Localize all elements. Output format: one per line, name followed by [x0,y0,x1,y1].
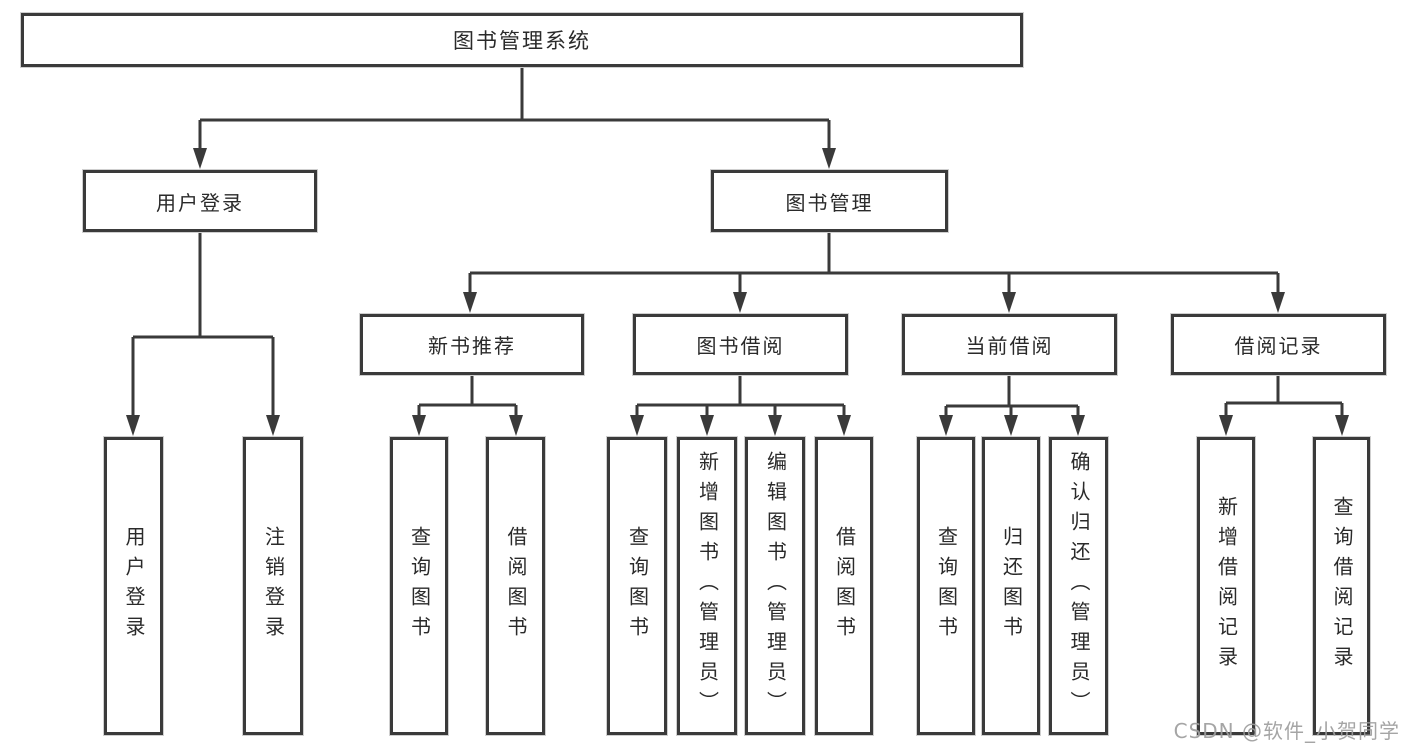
arrow-down-icon [1071,415,1085,436]
leaf-edit-books-admin: 编辑图书（管理员） [745,437,805,735]
connector-borrowing-records-to-leaves [1219,375,1349,436]
arrow-down-icon [1335,415,1349,436]
leaf-query-books-current: 查询图书 [917,437,975,735]
arrow-down-icon [509,415,523,436]
leaf-label: 查询图书 [625,526,650,646]
leaf-label: 借阅图书 [504,526,528,646]
leaf-query-books-recommendation: 查询图书 [390,437,448,735]
arrow-down-icon [837,415,851,436]
leaf-label: 借阅图书 [832,526,857,646]
leaf-add-books-admin: 新增图书（管理员） [677,437,737,735]
arrow-down-icon [193,148,207,169]
connector-book-management-to-level3 [463,232,1285,313]
node-new-book-recommendation: 新书推荐 [360,314,584,375]
leaf-user-login: 用户登录 [104,437,163,735]
arrow-down-icon [1002,292,1016,313]
leaf-query-borrow-record: 查询借阅记录 [1313,437,1370,735]
arrow-down-icon [412,415,426,436]
connector-book-borrowing-to-leaves [630,375,851,436]
arrow-down-icon [266,415,280,436]
node-current-borrowing: 当前借阅 [902,314,1117,375]
arrow-down-icon [463,292,477,313]
node-book-borrowing: 图书借阅 [633,314,848,375]
node-user-login: 用户登录 [83,170,317,232]
leaf-label: 确认归还（管理员） [1067,451,1091,721]
leaf-label: 注销登录 [261,526,286,646]
arrow-down-icon [126,415,140,436]
leaf-label: 查询图书 [407,526,432,646]
connector-new-book-recommendation-to-leaves [412,375,523,436]
csdn-watermark: CSDN @软件_小贺同学 [1173,719,1400,743]
arrow-down-icon [630,415,644,436]
leaf-label: 查询图书 [934,526,959,646]
arrow-down-icon [700,415,714,436]
arrow-down-icon [1219,415,1233,436]
leaf-return-books: 归还图书 [982,437,1040,735]
arrow-down-icon [733,292,747,313]
node-system-root: 图书管理系统 [21,13,1023,67]
node-borrowing-records: 借阅记录 [1171,314,1386,375]
arrow-down-icon [1004,415,1018,436]
connector-user-login-to-leaves [126,232,280,436]
leaf-label: 查询借阅记录 [1330,496,1354,676]
leaf-confirm-return-admin: 确认归还（管理员） [1049,437,1108,735]
connector-root-to-level2 [193,67,836,169]
leaf-label: 编辑图书（管理员） [763,451,788,721]
leaf-borrow-books-recommendation: 借阅图书 [486,437,545,735]
leaf-query-books-borrowing: 查询图书 [607,437,667,735]
arrow-down-icon [768,415,782,436]
leaf-label: 归还图书 [999,526,1024,646]
leaf-add-borrow-record: 新增借阅记录 [1197,437,1255,735]
node-book-management: 图书管理 [711,170,948,232]
arrow-down-icon [939,415,953,436]
connector-current-borrowing-to-leaves [939,375,1085,436]
arrow-down-icon [822,148,836,169]
leaf-label: 新增图书（管理员） [695,451,720,721]
leaf-label: 用户登录 [122,526,146,646]
leaf-label: 新增借阅记录 [1214,496,1239,676]
arrow-down-icon [1271,292,1285,313]
leaf-borrow-books-borrowing: 借阅图书 [815,437,873,735]
leaf-logout: 注销登录 [243,437,303,735]
